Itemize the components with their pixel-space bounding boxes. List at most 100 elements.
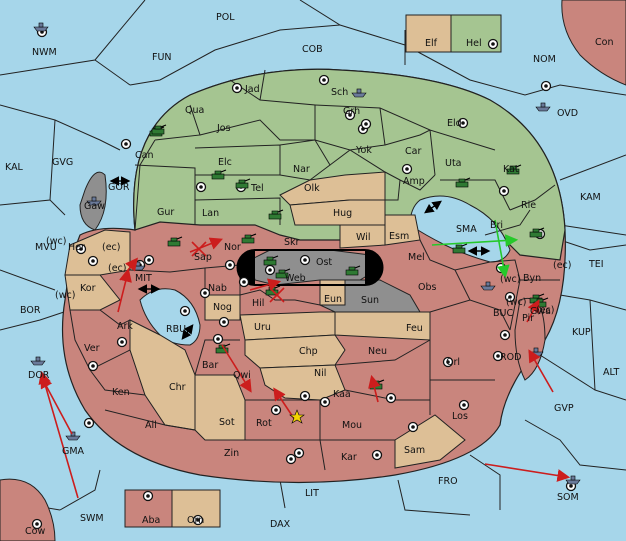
label-pol: POL <box>216 12 235 23</box>
label-ost: Ost <box>316 257 332 268</box>
supply-center <box>179 305 191 317</box>
label-sot: Sot <box>219 417 235 428</box>
fleet-unit[interactable] <box>351 88 367 98</box>
supply-center <box>407 421 419 433</box>
label-swm: SWM <box>80 513 104 524</box>
army-unit[interactable] <box>275 268 291 279</box>
label-ovd: OVD <box>557 108 578 119</box>
label-hug: Hug <box>333 208 352 219</box>
army-unit[interactable] <box>151 124 167 135</box>
label-gvp: GVP <box>554 403 574 414</box>
army-unit[interactable] <box>529 227 545 238</box>
army-unit[interactable] <box>167 236 183 247</box>
army-unit[interactable] <box>211 169 227 180</box>
supply-center <box>401 163 413 175</box>
order-arrow <box>119 257 138 281</box>
supply-center <box>238 276 250 288</box>
label-gor: GOR <box>108 182 130 193</box>
supply-center <box>293 447 305 459</box>
army-unit[interactable] <box>268 209 284 220</box>
label-gaw: Gaw <box>84 201 105 212</box>
fleet-unit[interactable] <box>65 431 81 441</box>
sea-borders <box>0 0 626 516</box>
label-skr: Skr <box>284 237 300 248</box>
label-ec2: (ec) <box>108 263 126 274</box>
label-mou: Mou <box>342 420 362 431</box>
label-aba: Aba <box>142 515 160 526</box>
label-orl: Orl <box>446 357 460 368</box>
label-elf: Elf <box>425 38 438 49</box>
label-hil: Hil <box>252 298 264 309</box>
label-bor: BOR <box>20 305 41 316</box>
army-unit[interactable] <box>263 255 279 266</box>
label-ec3: (ec) <box>553 260 571 271</box>
region-sam[interactable] <box>394 414 466 469</box>
fleet-unit[interactable] <box>30 356 46 366</box>
region-kor[interactable] <box>64 274 121 311</box>
army-unit[interactable] <box>235 178 251 189</box>
label-los: Los <box>452 411 468 422</box>
army-unit[interactable] <box>452 243 468 254</box>
supply-center <box>504 291 516 303</box>
army-unit[interactable] <box>345 265 361 276</box>
label-tei: TEI <box>588 259 604 270</box>
fleet-unit[interactable] <box>33 22 49 32</box>
label-byn: Byn <box>523 273 541 284</box>
label-bar: Bar <box>202 360 218 371</box>
supply-center <box>385 392 397 404</box>
label-mel: Mel <box>408 252 425 263</box>
label-con: Con <box>595 37 613 48</box>
label-dax: DAX <box>270 519 291 530</box>
label-rot: Rot <box>256 418 272 429</box>
label-jad: Jad <box>244 84 260 95</box>
label-wc1: (wc) <box>46 236 66 247</box>
order-arrow <box>221 344 252 393</box>
army-unit[interactable] <box>455 177 471 188</box>
label-bri: Bri <box>490 220 503 231</box>
order-arrow <box>528 349 554 393</box>
region-sun[interactable] <box>319 279 421 313</box>
army-unit[interactable] <box>506 164 522 175</box>
label-nor: Nor <box>224 242 241 253</box>
supply-center <box>285 453 297 465</box>
label-kam: KAM <box>580 192 601 203</box>
army-unit[interactable] <box>241 233 257 244</box>
order-layer <box>38 176 571 499</box>
fleet-unit[interactable] <box>480 281 496 291</box>
label-alt: ALT <box>603 367 619 378</box>
label-mvu: MVU <box>35 242 57 253</box>
label-uta: Uta <box>445 158 462 169</box>
label-uru: Uru <box>254 322 271 333</box>
label-nog: Nog <box>213 302 232 313</box>
supply-center <box>457 117 469 129</box>
label-feu: Feu <box>406 323 423 334</box>
label-chr: Chr <box>169 382 186 393</box>
supply-center-layer <box>31 26 577 530</box>
label-gur: Gur <box>157 207 174 218</box>
label-gwa: Gwa <box>530 306 551 317</box>
region-elf[interactable] <box>405 14 452 53</box>
label-olk: Olk <box>304 183 320 194</box>
fleet-unit[interactable] <box>535 102 551 112</box>
cancel-mark <box>269 287 285 303</box>
supply-center <box>299 390 311 402</box>
label-esm: Esm <box>389 231 409 242</box>
region-chp[interactable] <box>244 334 346 369</box>
order-arrow <box>117 268 132 313</box>
label-nil: Nil <box>314 368 326 379</box>
order-arrow <box>526 299 540 323</box>
region-sot[interactable] <box>194 374 246 441</box>
label-kup: KUP <box>572 327 591 338</box>
supply-center <box>218 316 230 328</box>
order-arrow <box>38 370 79 499</box>
label-cow: Cow <box>25 526 45 537</box>
region-con[interactable] <box>561 0 626 86</box>
label-neu: Neu <box>368 346 387 357</box>
supply-center <box>143 254 155 266</box>
label-nab: Nab <box>208 283 227 294</box>
label-ail: Ail <box>145 420 157 431</box>
label-her: Her <box>68 242 85 253</box>
fleet-unit[interactable] <box>86 196 102 206</box>
label-wil: Wil <box>356 232 370 243</box>
